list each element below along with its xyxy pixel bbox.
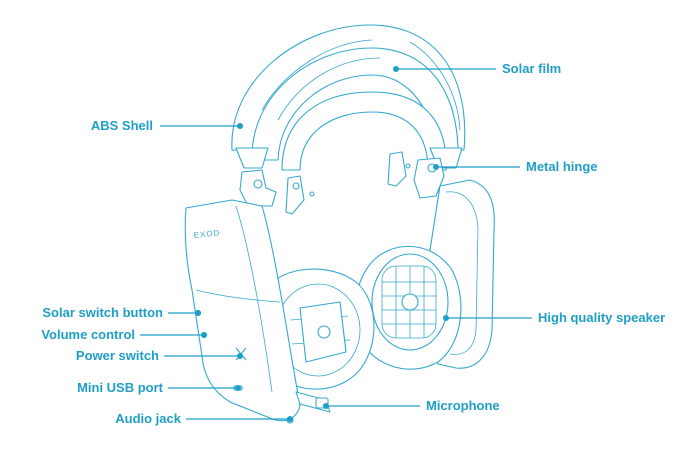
label-solar-film: Solar film bbox=[502, 61, 561, 76]
right-hinge bbox=[387, 151, 445, 199]
brand-logo: EXOD bbox=[193, 228, 220, 240]
headband bbox=[231, 24, 466, 171]
label-solar-switch-button: Solar switch button bbox=[42, 305, 163, 320]
label-abs-shell: ABS Shell bbox=[91, 118, 153, 133]
labels: Solar film ABS Shell Metal hinge Solar s… bbox=[41, 61, 665, 426]
headband-inner bbox=[281, 91, 447, 171]
label-high-quality-speaker: High quality speaker bbox=[538, 310, 665, 325]
label-mini-usb-port: Mini USB port bbox=[77, 380, 164, 395]
leader-lines bbox=[140, 66, 532, 422]
speaker-grille bbox=[381, 265, 437, 339]
left-hinge bbox=[239, 169, 315, 215]
label-microphone: Microphone bbox=[426, 398, 500, 413]
label-power-switch: Power switch bbox=[76, 348, 159, 363]
left-earcup: EXOD bbox=[184, 199, 375, 424]
label-audio-jack: Audio jack bbox=[115, 411, 182, 426]
label-volume-control: Volume control bbox=[41, 327, 135, 342]
right-earcup bbox=[354, 179, 495, 370]
label-metal-hinge: Metal hinge bbox=[526, 159, 598, 174]
left-earcup-shell bbox=[184, 199, 301, 422]
